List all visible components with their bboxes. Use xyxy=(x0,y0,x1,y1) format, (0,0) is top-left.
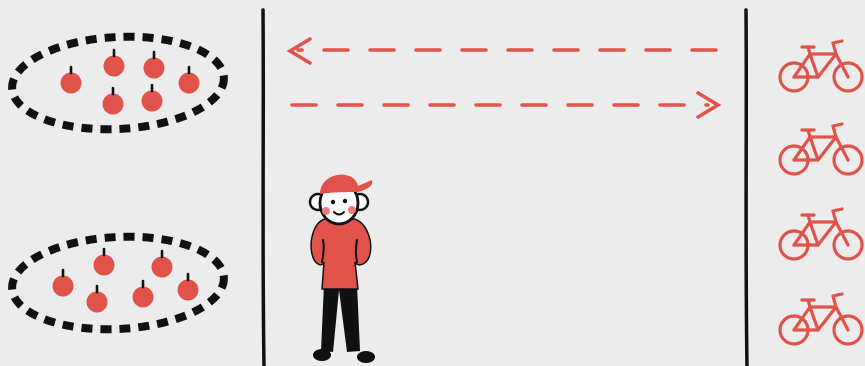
apple-icon xyxy=(103,88,124,115)
left-divider-line xyxy=(263,10,264,366)
bicycle-icon xyxy=(780,294,862,344)
apple-icon xyxy=(142,85,163,112)
lower-apple-basket xyxy=(10,232,227,335)
bicycle-icon xyxy=(780,124,862,174)
arrow-right-icon xyxy=(292,93,718,117)
apple-icon xyxy=(87,286,108,313)
bicycle-icon xyxy=(780,41,862,91)
apple-icon xyxy=(61,67,82,94)
bicycles-column xyxy=(780,41,862,344)
person-icon xyxy=(310,175,375,363)
apple-icon xyxy=(94,249,115,276)
apple-icon xyxy=(53,270,74,297)
apple-icon xyxy=(179,67,200,94)
apple-icon xyxy=(133,281,154,308)
right-divider-line xyxy=(746,10,747,366)
apple-icon xyxy=(178,274,199,301)
bicycle-icon xyxy=(780,209,862,259)
arrow-left-icon xyxy=(290,39,716,63)
apple-icon xyxy=(152,251,173,278)
apple-icon xyxy=(104,50,125,77)
apple-icon xyxy=(144,52,165,79)
upper-apple-basket xyxy=(10,32,227,135)
